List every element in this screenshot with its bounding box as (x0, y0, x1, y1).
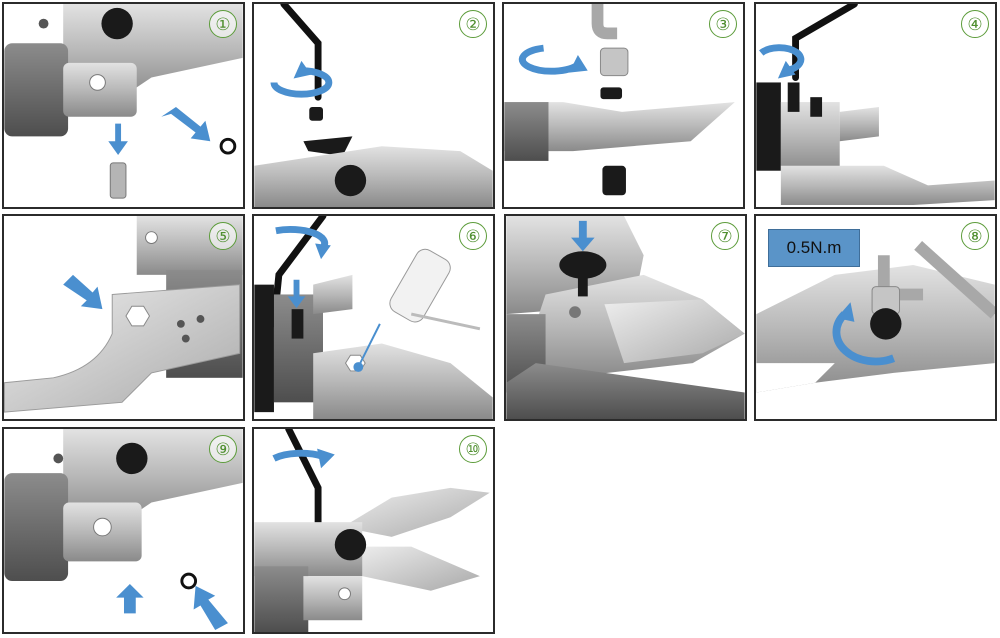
step-8-panel: 0.5N.m ⑧ (754, 214, 997, 421)
torque-wrench-icon (914, 241, 995, 319)
arrow-up-icon (116, 583, 144, 614)
blade-icon (604, 299, 745, 364)
step-number: ⑧ (961, 222, 989, 250)
drop-icon (353, 362, 364, 372)
rotate-arrow-icon (832, 311, 896, 366)
screw-icon (309, 106, 323, 121)
gear-nut-icon (101, 7, 133, 40)
screw-head-icon (559, 251, 607, 279)
step-6-illustration (254, 216, 493, 419)
step-number: ⑤ (209, 222, 237, 250)
step-6-panel: ⑥ (252, 214, 495, 421)
rotate-arrow-icon (759, 44, 805, 75)
step-10-panel: ⑩ (252, 427, 495, 634)
blade-icon (342, 487, 490, 537)
step-number: ③ (709, 10, 737, 38)
hex-hole-icon (125, 305, 151, 327)
step-8-illustration (756, 241, 995, 393)
step-1-panel: ① (2, 2, 245, 209)
step-2-panel: ② (252, 2, 495, 209)
step-7-illustration (506, 216, 745, 419)
gear-nut-icon (334, 164, 367, 197)
step-number: ⑨ (209, 435, 237, 463)
arrow-right-down-icon (161, 106, 211, 142)
step-5-illustration (4, 216, 243, 413)
e-clip-icon (219, 137, 237, 155)
step-number: ④ (961, 10, 989, 38)
arrow-right-down-icon (63, 274, 103, 310)
rotate-arrow-icon (275, 226, 329, 250)
hex-key-icon (285, 429, 322, 531)
step-number: ① (209, 10, 237, 38)
pin-icon (109, 162, 127, 199)
step-3-illustration (504, 4, 735, 196)
rotate-arrow-icon (272, 449, 325, 462)
blade-icon (4, 284, 241, 413)
arrow-down-icon (287, 279, 306, 309)
step-4-panel: ④ (754, 2, 997, 209)
rotate-arrow-icon (270, 67, 333, 98)
arrow-down-icon (571, 220, 595, 252)
arrow-up-left-icon (193, 585, 228, 631)
step-10-illustration (254, 429, 490, 632)
step-7-panel: ⑦ (504, 214, 747, 421)
gear-nut-icon (870, 308, 902, 340)
e-clip-icon (180, 572, 198, 590)
step-number: ⑩ (459, 435, 487, 463)
hex-key-icon (280, 4, 322, 101)
gear-nut-icon (334, 529, 367, 561)
step-number: ② (459, 10, 487, 38)
step-number: ⑥ (459, 222, 487, 250)
torque-label: 0.5N.m (768, 229, 860, 267)
step-number: ⑦ (711, 222, 739, 250)
step-9-illustration (4, 429, 243, 631)
step-5-panel: ⑤ (2, 214, 245, 421)
step-4-illustration (756, 4, 995, 206)
step-1-illustration (4, 4, 243, 199)
screw-icon (602, 165, 626, 196)
threadlocker-bottle-icon (389, 248, 451, 323)
step-3-panel: ③ (502, 2, 745, 209)
arrow-down-icon (108, 123, 128, 156)
gear-nut-icon (116, 442, 148, 475)
nut-icon (600, 87, 623, 100)
rotate-arrow-icon (518, 44, 581, 75)
step-9-panel: ⑨ (2, 427, 245, 634)
hex-key-icon (792, 4, 858, 81)
screw-icon (787, 82, 800, 112)
step-2-illustration (254, 4, 493, 207)
screw-icon (291, 309, 304, 339)
socket-wrench-icon (591, 4, 618, 40)
